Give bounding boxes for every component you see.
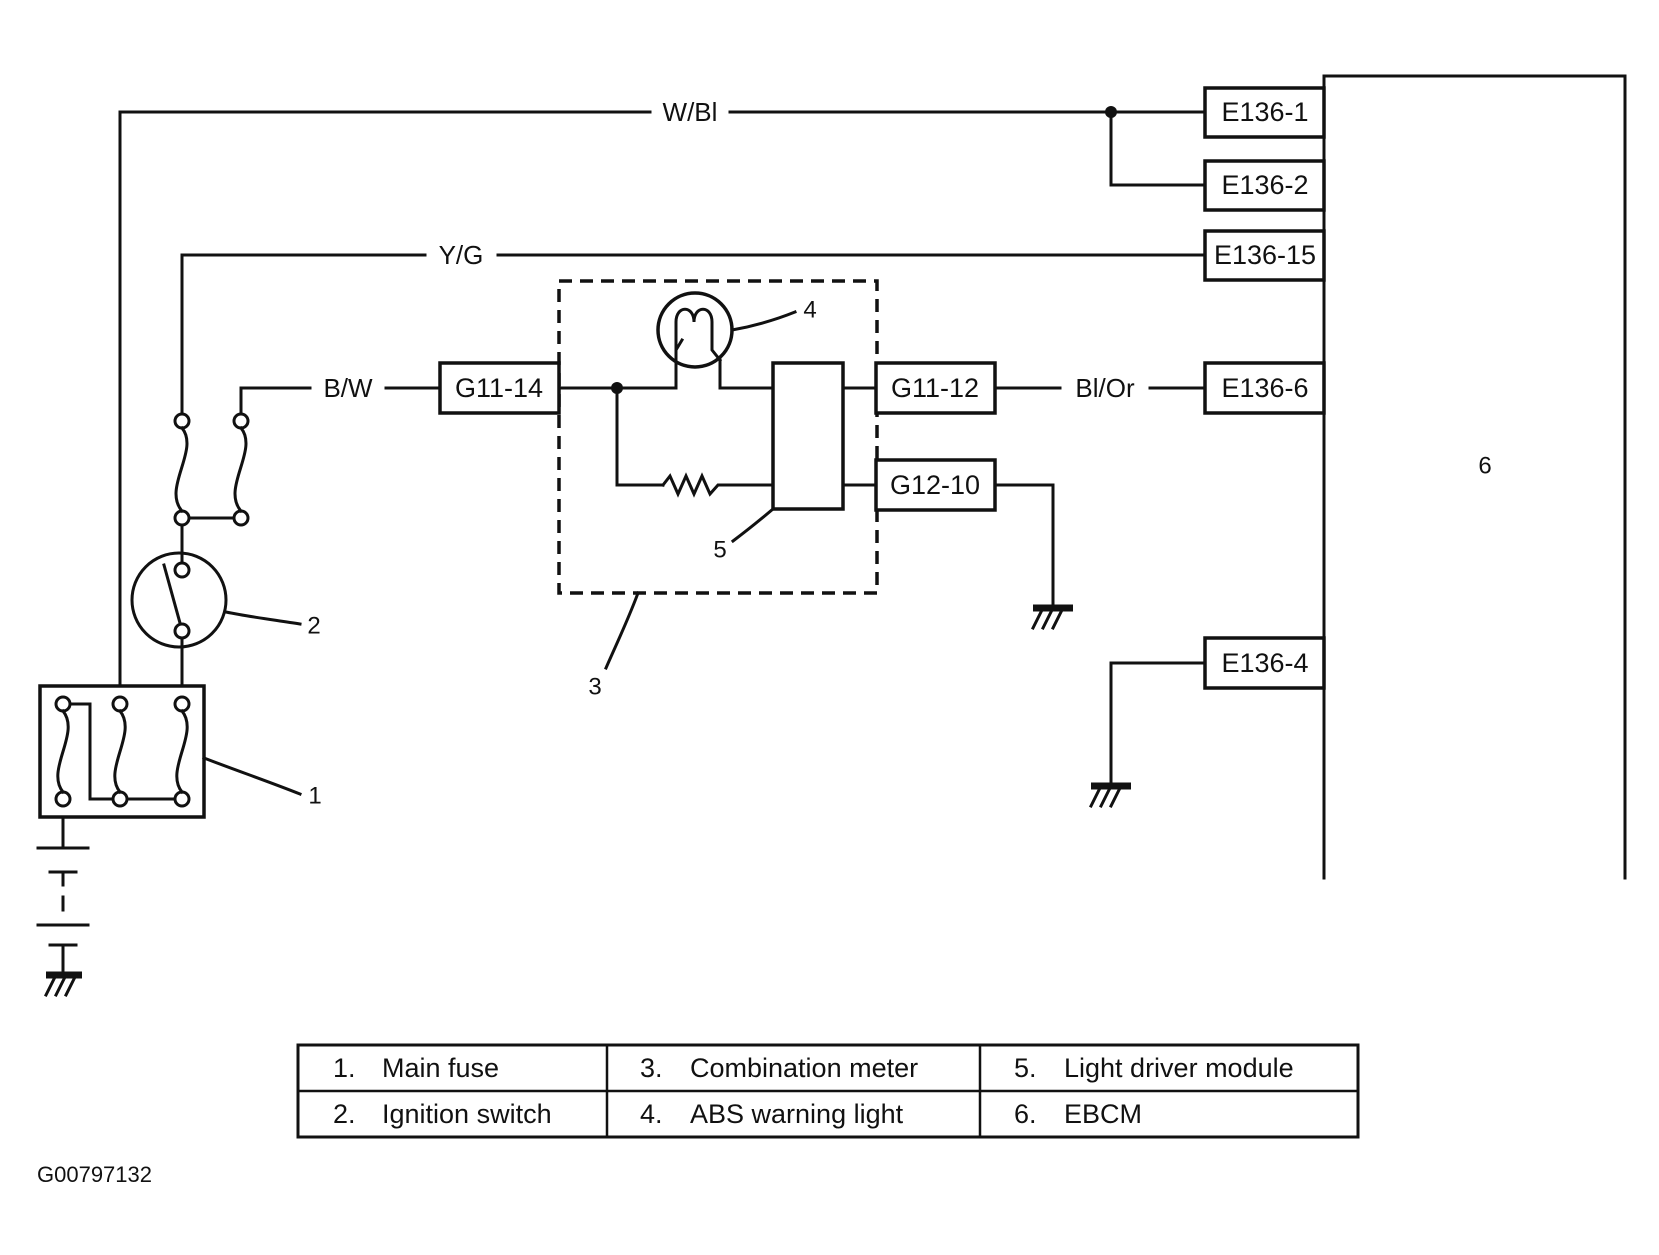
ebcm-module: 6 bbox=[1322, 74, 1627, 880]
main-fuse: 1 bbox=[38, 684, 322, 819]
light-driver-module: 5 bbox=[713, 361, 845, 564]
callout-5: 5 bbox=[713, 537, 726, 564]
svg-text:Ignition switch: Ignition switch bbox=[382, 1099, 552, 1129]
wire-bl-or: Bl/Or bbox=[993, 373, 1207, 403]
connector-g11-12: G11-12 bbox=[874, 361, 997, 415]
ground-symbol bbox=[993, 483, 1073, 631]
connector-e136-15: E136-15 bbox=[1203, 229, 1326, 282]
legend-item: 1. Main fuse bbox=[333, 1053, 499, 1083]
legend-item: 5. Light driver module bbox=[1014, 1053, 1294, 1083]
connector-e136-6: E136-6 bbox=[1203, 361, 1326, 415]
callout-3: 3 bbox=[588, 674, 601, 701]
svg-text:EBCM: EBCM bbox=[1064, 1099, 1142, 1129]
legend-item: 6. EBCM bbox=[1014, 1099, 1142, 1129]
svg-text:6.: 6. bbox=[1014, 1099, 1037, 1129]
callout-6: 6 bbox=[1478, 453, 1491, 480]
wire-label-y-g: Y/G bbox=[439, 240, 484, 270]
resistor bbox=[660, 472, 775, 498]
combination-meter: 3 bbox=[557, 279, 879, 701]
wire-label-bl-or: Bl/Or bbox=[1075, 373, 1135, 403]
legend-item: 3. Combination meter bbox=[640, 1053, 918, 1083]
svg-text:2.: 2. bbox=[333, 1099, 356, 1129]
svg-text:5.: 5. bbox=[1014, 1053, 1037, 1083]
connector-g11-14: G11-14 bbox=[438, 361, 561, 415]
svg-text:ABS warning light: ABS warning light bbox=[690, 1099, 904, 1129]
svg-text:Main fuse: Main fuse bbox=[382, 1053, 499, 1083]
callout-4: 4 bbox=[803, 297, 816, 324]
legend-item: 2. Ignition switch bbox=[333, 1099, 552, 1129]
svg-text:E136-15: E136-15 bbox=[1214, 240, 1316, 270]
connector-g12-10: G12-10 bbox=[874, 458, 997, 512]
callout-1: 1 bbox=[308, 783, 321, 810]
svg-text:Combination meter: Combination meter bbox=[690, 1053, 918, 1083]
svg-text:E136-6: E136-6 bbox=[1221, 373, 1308, 403]
wire-y-g: Y/G bbox=[180, 240, 1207, 416]
battery bbox=[36, 815, 90, 977]
svg-text:E136-2: E136-2 bbox=[1221, 170, 1308, 200]
ignition-switch: 2 bbox=[130, 551, 321, 688]
legend-item: 4. ABS warning light bbox=[640, 1099, 904, 1129]
svg-text:G11-12: G11-12 bbox=[891, 373, 979, 403]
wire-label-b-w: B/W bbox=[323, 373, 373, 403]
figure-id: G00797132 bbox=[37, 1162, 152, 1187]
ignition-fuse-links bbox=[173, 412, 250, 564]
svg-text:4.: 4. bbox=[640, 1099, 663, 1129]
legend-table: 1. Main fuse 2. Ignition switch 3. Combi… bbox=[296, 1043, 1360, 1139]
svg-text:E136-4: E136-4 bbox=[1221, 648, 1308, 678]
wire-w-bl: W/Bl bbox=[118, 97, 1207, 688]
wire-b-w: B/W bbox=[239, 373, 442, 416]
wire-label-w-bl: W/Bl bbox=[663, 97, 718, 127]
svg-text:1.: 1. bbox=[333, 1053, 356, 1083]
ground-symbol bbox=[1088, 661, 1207, 809]
svg-text:Light driver module: Light driver module bbox=[1064, 1053, 1294, 1083]
connector-e136-1: E136-1 bbox=[1203, 86, 1326, 139]
splice-point bbox=[1105, 106, 1117, 118]
svg-text:E136-1: E136-1 bbox=[1221, 97, 1308, 127]
svg-text:G11-14: G11-14 bbox=[455, 373, 543, 403]
svg-text:3.: 3. bbox=[640, 1053, 663, 1083]
connector-e136-2: E136-2 bbox=[1203, 159, 1326, 212]
connector-e136-4: E136-4 bbox=[1203, 636, 1326, 690]
abs-warning-light: 4 bbox=[656, 291, 817, 369]
callout-2: 2 bbox=[307, 613, 320, 640]
svg-text:G12-10: G12-10 bbox=[890, 470, 980, 500]
ground-symbol bbox=[43, 971, 82, 998]
